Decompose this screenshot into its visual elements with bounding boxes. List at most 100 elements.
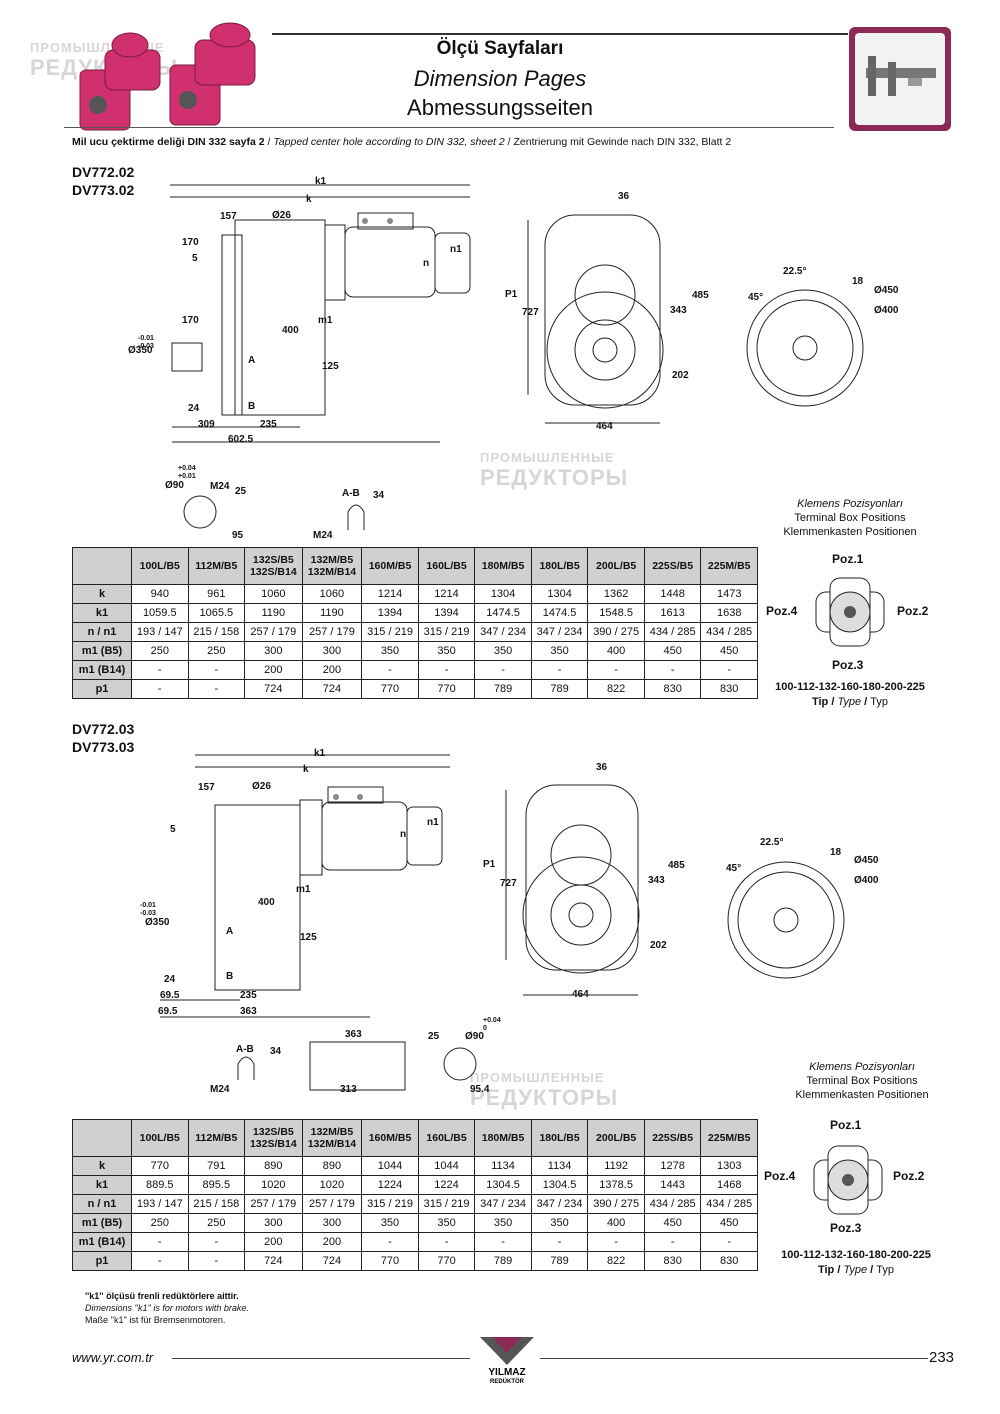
dim-235: 235 <box>260 419 277 430</box>
dim-313: 313 <box>340 1084 357 1095</box>
table-cell: 300 <box>244 1213 303 1233</box>
type-label-tr: Tip <box>811 696 829 708</box>
caption-tr: Klemens Pozisyonları <box>797 498 903 510</box>
table-cell: 1044 <box>417 1156 476 1176</box>
table-cell: 890 <box>244 1156 303 1176</box>
caption-en: Terminal Box Positions <box>806 1075 918 1087</box>
dim-tolerance: -0.01-0.03 <box>138 335 154 350</box>
dim-309: 309 <box>198 419 215 430</box>
table-cell: 1065.5 <box>187 603 246 623</box>
table-cell: 1134 <box>474 1156 532 1176</box>
dim-26: Ø26 <box>252 781 271 792</box>
table-cell: 1060 <box>301 584 363 604</box>
dim-M24: M24 <box>210 1084 230 1095</box>
table-cell: 1378.5 <box>587 1175 645 1195</box>
dim-157: 157 <box>198 782 215 793</box>
row-header: m1 (B14) <box>72 660 132 680</box>
table-cell: 450 <box>643 641 702 661</box>
dim-M24b: M24 <box>313 530 333 541</box>
dim-170b: 170 <box>182 315 199 326</box>
table-cell: 1443 <box>643 1175 702 1195</box>
table-cell: 1468 <box>700 1175 758 1195</box>
caption-de: Klemmenkasten Positionen <box>795 1089 929 1101</box>
table-cell: 450 <box>700 1213 758 1233</box>
side-view-drawing-2: k1 k 157 Ø26 5 n1 n -0.01-0.03 Ø350 400 … <box>140 748 450 1018</box>
dim-69-5b: 69.5 <box>158 1006 178 1017</box>
row-header: k1 <box>72 603 132 623</box>
dim-343: 343 <box>670 305 687 316</box>
dim-125: 125 <box>300 932 317 943</box>
table-cell: 300 <box>301 1213 363 1233</box>
section1-models: DV772.02 DV773.02 <box>72 163 134 199</box>
poz-4: Poz.4 <box>766 604 798 618</box>
table-corner <box>72 547 132 585</box>
model-code: DV772.02 <box>72 164 135 180</box>
table-cell: 1134 <box>530 1156 589 1176</box>
watermark-line2: РЕДУКТОРЫ <box>480 465 629 490</box>
column-header: 160M/B5 <box>361 547 419 585</box>
section-B: B <box>226 971 233 982</box>
terminal-box-diagram <box>813 1145 883 1215</box>
table-cell: 789 <box>530 1251 589 1271</box>
dim-450: Ø450 <box>854 855 879 866</box>
table-cell: 770 <box>361 1251 419 1271</box>
table-cell: 300 <box>301 641 363 661</box>
poz-3: Poz.3 <box>832 658 864 672</box>
dim-P1: P1 <box>483 859 496 870</box>
page-title-en: Dimension Pages <box>413 66 587 91</box>
dim-18: 18 <box>830 847 842 858</box>
table-cell: 1224 <box>417 1175 476 1195</box>
row-header: k <box>72 1156 132 1176</box>
table-cell: 1060 <box>244 584 303 604</box>
dim-95: 95 <box>232 530 244 541</box>
website-link[interactable]: www.yr.com.tr <box>72 1350 154 1365</box>
table-cell: 215 / 158 <box>187 622 246 642</box>
shaft-note: Mil ucu çektirme deliği DIN 332 sayfa 2 … <box>72 136 732 148</box>
dim-34: 34 <box>373 490 385 501</box>
watermark: ПРОМЫШЛЕННЫЕ РЕДУКТОРЫ <box>480 450 628 491</box>
table-cell: - <box>131 679 189 699</box>
column-header: 180L/B5 <box>530 1119 589 1157</box>
table-cell: 724 <box>301 1251 363 1271</box>
dim-n: n <box>400 829 406 840</box>
logo-brand: YILMAZ <box>488 1367 525 1378</box>
dim-n1: n1 <box>427 817 439 828</box>
dim-A-B: A-B <box>342 488 360 499</box>
table-cell: 830 <box>700 679 758 699</box>
table-cell: 200 <box>301 660 363 680</box>
terminal-box-caption: Klemens Pozisyonları Terminal Box Positi… <box>760 497 940 539</box>
table-cell: - <box>643 660 702 680</box>
table-cell: - <box>417 1232 476 1252</box>
table-cell: 200 <box>244 660 303 680</box>
row-header: k1 <box>72 1175 132 1195</box>
dim-202: 202 <box>672 370 689 381</box>
table-cell: - <box>131 660 189 680</box>
table-cell: 1190 <box>301 603 363 623</box>
dim-157: 157 <box>220 211 237 222</box>
table-cell: 1303 <box>700 1156 758 1176</box>
table-cell: - <box>187 660 246 680</box>
table-cell: 1304 <box>530 584 589 604</box>
table-cell: 1190 <box>244 603 303 623</box>
side-view-drawing-1: k1 k 157 Ø26 170 5 n1 n 170 -0.01-0.03 Ø… <box>128 176 471 445</box>
table-cell: 830 <box>643 679 702 699</box>
table-cell: - <box>187 679 246 699</box>
flange-view-drawing-2: 22.5° 18 Ø450 45° Ø400 <box>726 837 879 979</box>
type-label: Tip / Type / Typ <box>811 696 888 708</box>
section-A: A <box>248 355 255 366</box>
table-cell: 770 <box>417 679 476 699</box>
dim-25: 25 <box>428 1031 440 1042</box>
poz-4: Poz.4 <box>764 1169 796 1183</box>
dim-125: 125 <box>322 361 339 372</box>
type-label-de: Typ <box>876 1264 894 1276</box>
table-cell: 1304 <box>474 584 532 604</box>
table-cell: 940 <box>131 584 189 604</box>
table-cell: 250 <box>131 641 189 661</box>
table-cell: 791 <box>187 1156 246 1176</box>
